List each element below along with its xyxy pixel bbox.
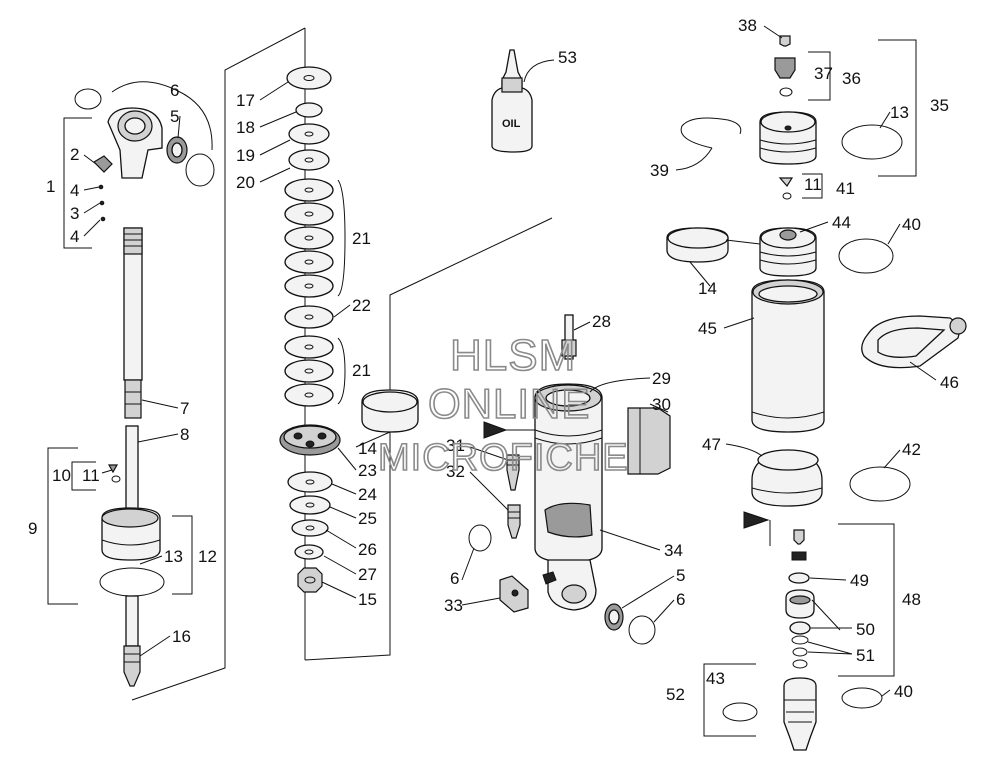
callout-16: 16 xyxy=(172,627,191,646)
watermark-line-2: ONLINE xyxy=(428,380,590,427)
callout-29: 29 xyxy=(652,369,671,388)
callout-13-right: 13 xyxy=(890,103,909,122)
bracket-part-30 xyxy=(627,407,671,475)
callout-20: 20 xyxy=(236,173,255,192)
callout-19: 19 xyxy=(236,146,255,165)
callout-4-upper: 4 xyxy=(70,181,79,200)
callout-15: 15 xyxy=(358,590,377,609)
callout-51: 51 xyxy=(856,646,875,665)
callout-11-left: 11 xyxy=(82,466,100,485)
callout-42: 42 xyxy=(902,440,921,459)
callout-10: 10 xyxy=(52,466,71,485)
oil-bottle-part-53 xyxy=(491,49,533,153)
callout-5-top: 5 xyxy=(170,107,179,126)
callout-14-mid: 14 xyxy=(358,439,377,458)
callout-40-lower: 40 xyxy=(894,682,913,701)
callout-8: 8 xyxy=(180,425,189,444)
callout-6-middle: 6 xyxy=(450,569,459,588)
reservoir-assembly xyxy=(666,35,967,751)
callout-35: 35 xyxy=(930,96,949,115)
callout-47: 47 xyxy=(702,435,721,454)
callout-53: 53 xyxy=(558,48,577,67)
callout-33: 33 xyxy=(444,596,463,615)
needle-part-28 xyxy=(564,314,574,360)
callout-22: 22 xyxy=(352,296,371,315)
callout-4-lower: 4 xyxy=(70,227,79,246)
callout-34: 34 xyxy=(664,541,683,560)
callout-25: 25 xyxy=(358,509,377,528)
watermark-line-3: MICROFICHE xyxy=(378,437,629,479)
nut-part-15 xyxy=(297,567,323,593)
callout-49: 49 xyxy=(850,571,869,590)
watermark: HLSM ONLINE MICROFICHE xyxy=(377,330,629,480)
valve-body-part-52 xyxy=(783,677,817,751)
callout-39: 39 xyxy=(650,161,669,180)
callout-30: 30 xyxy=(652,395,671,414)
oil-label: OIL xyxy=(502,118,521,130)
callout-9: 9 xyxy=(28,519,37,538)
callout-52: 52 xyxy=(666,685,685,704)
callout-38: 38 xyxy=(738,16,757,35)
leader-lines xyxy=(83,25,937,697)
callout-32: 32 xyxy=(446,462,465,481)
callout-13-left: 13 xyxy=(164,547,183,566)
callout-11-right: 11 xyxy=(804,175,822,194)
callout-6-right: 6 xyxy=(676,590,685,609)
eyelet-assembly xyxy=(47,88,215,687)
callout-27: 27 xyxy=(358,565,377,584)
callout-45: 45 xyxy=(698,319,717,338)
callout-40-upper: 40 xyxy=(902,215,921,234)
callout-21-upper: 21 xyxy=(352,229,371,248)
valve-part-16 xyxy=(123,645,141,687)
callout-17: 17 xyxy=(236,91,255,110)
callout-46: 46 xyxy=(940,373,959,392)
callout-labels: 6 5 2 1 4 3 4 7 8 10 11 9 13 12 16 17 18… xyxy=(28,16,959,704)
callout-5-middle: 5 xyxy=(676,566,685,585)
callout-31: 31 xyxy=(446,436,465,455)
shock-body: OIL xyxy=(468,49,671,645)
callout-41: 41 xyxy=(836,179,855,198)
callout-50: 50 xyxy=(856,620,875,639)
fitting-part-32 xyxy=(507,504,521,539)
callout-1: 1 xyxy=(46,177,55,196)
callout-6-top: 6 xyxy=(170,81,179,100)
callout-21-lower: 21 xyxy=(352,361,371,380)
fitting-part-2 xyxy=(93,155,113,173)
o-ring-part-6 xyxy=(74,88,102,110)
callout-12: 12 xyxy=(198,547,217,566)
fitting-part-31 xyxy=(506,454,520,491)
shim-stack xyxy=(279,66,419,593)
callout-23: 23 xyxy=(358,461,377,480)
callout-24: 24 xyxy=(358,485,377,504)
callout-43: 43 xyxy=(706,669,725,688)
callout-18: 18 xyxy=(236,118,255,137)
watermark-line-1: HLSM xyxy=(450,331,576,380)
callout-7: 7 xyxy=(180,399,189,418)
callout-28: 28 xyxy=(592,312,611,331)
callout-44: 44 xyxy=(832,213,851,232)
callout-14-right: 14 xyxy=(698,279,717,298)
callout-2: 2 xyxy=(70,145,79,164)
callout-37: 37 xyxy=(814,64,833,83)
callout-26: 26 xyxy=(358,540,377,559)
callout-48: 48 xyxy=(902,590,921,609)
callout-3: 3 xyxy=(70,204,79,223)
callout-36: 36 xyxy=(842,69,861,88)
o-ring-part-6-right xyxy=(185,153,215,187)
ring-part-13 xyxy=(99,567,165,597)
